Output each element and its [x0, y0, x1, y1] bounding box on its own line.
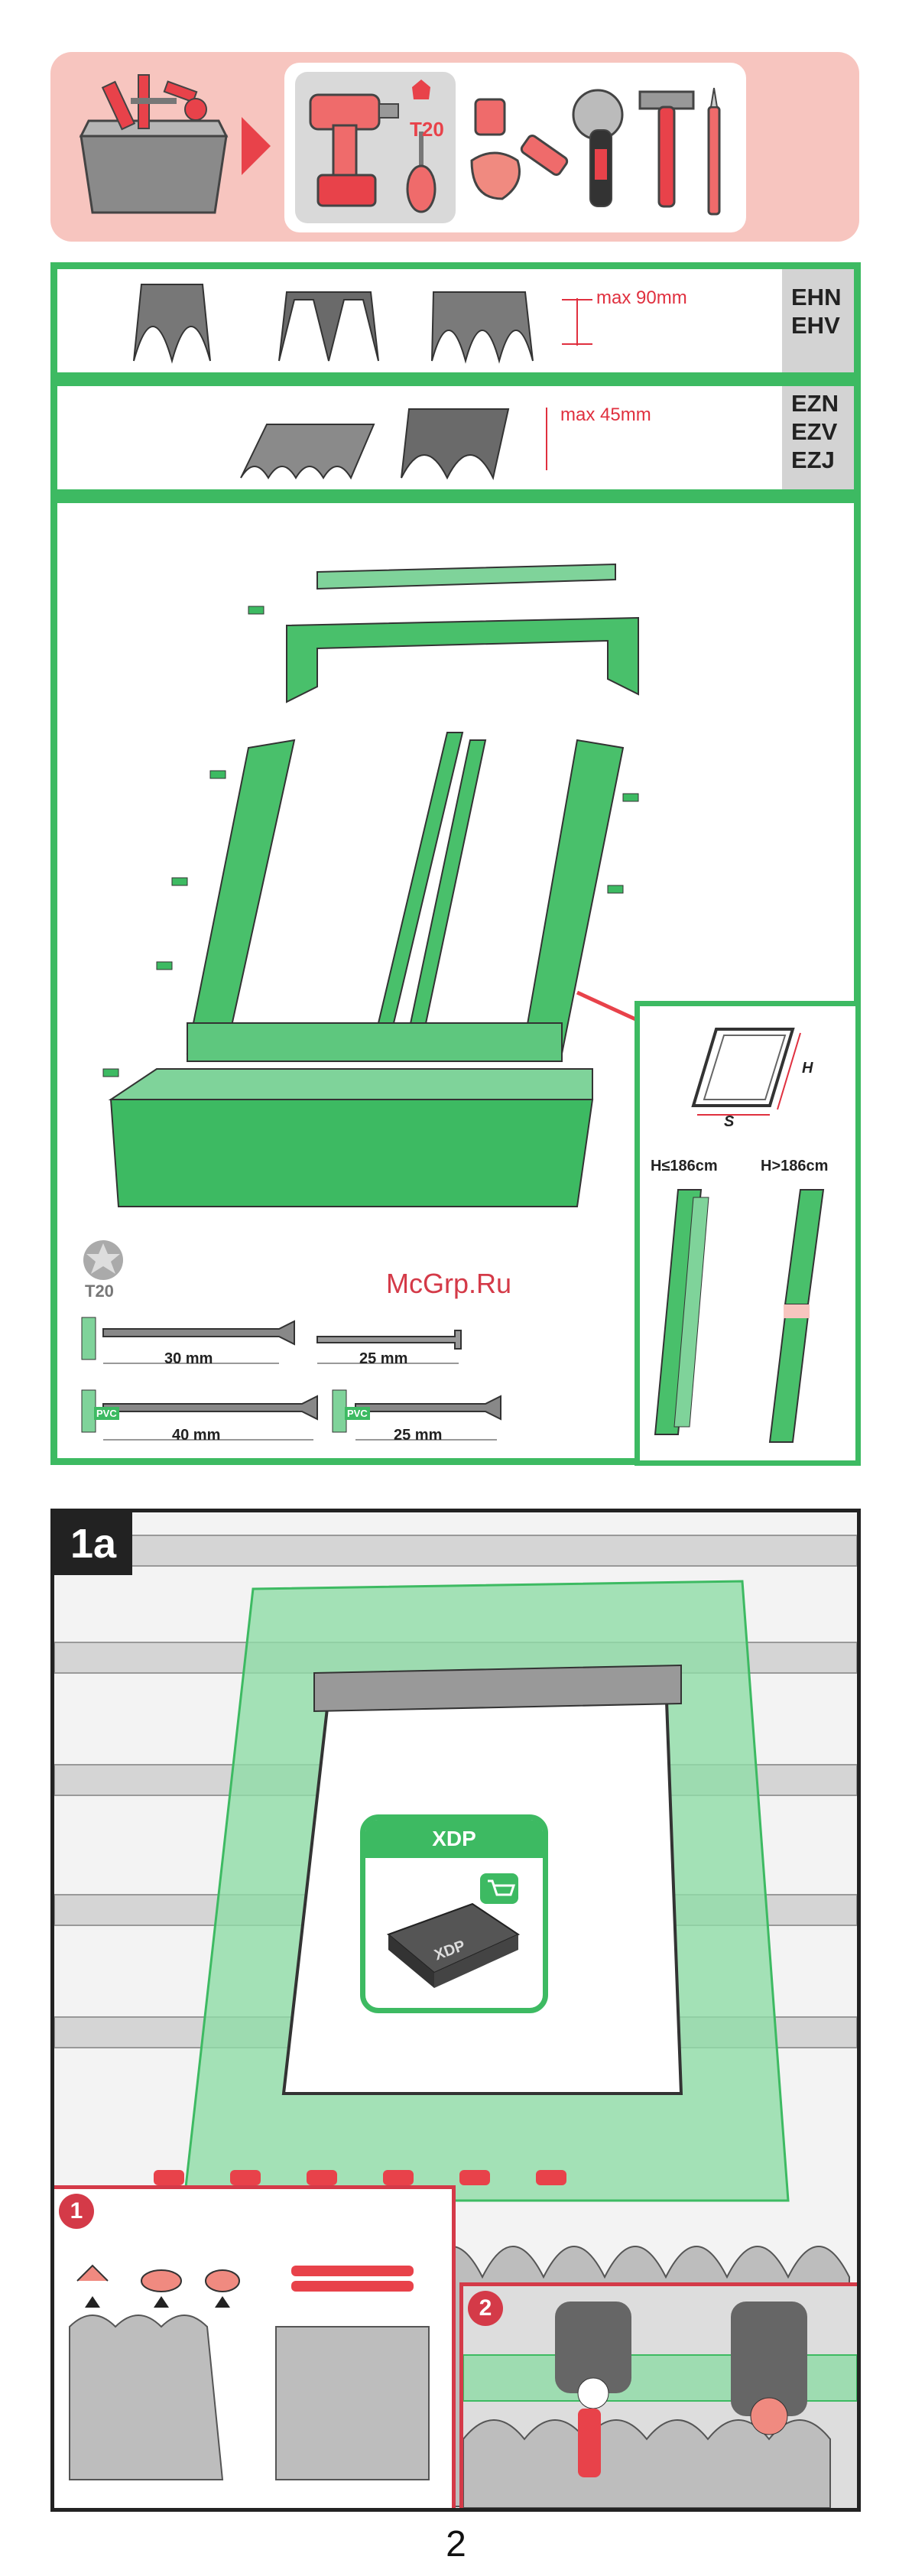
fastener-length: 40 mm [172, 1427, 220, 1444]
tool-set-icons [468, 76, 735, 222]
long-variant-label: H>186cm [761, 1158, 828, 1175]
tools-panel: T20 [284, 63, 746, 232]
page-number: 2 [0, 2523, 912, 2565]
torx-bit-label: T20 [85, 1282, 114, 1301]
cloth-icon [472, 153, 520, 199]
step-number: 1 [59, 2194, 94, 2229]
short-variant-label: H≤186cm [651, 1158, 718, 1175]
screwdriver-icon [394, 78, 448, 216]
torx-bit-icon [80, 1237, 126, 1283]
width-dimension-label: S [724, 1113, 734, 1131]
fastener-length: 30 mm [164, 1350, 213, 1368]
tile-cutting-illustration [62, 2235, 444, 2503]
knife-icon [709, 107, 719, 214]
flashing-fitting-illustration [463, 2286, 857, 2508]
step-1-panel: 1 [50, 2185, 456, 2512]
roof-type-row-1: max 90mm EHN EHV [50, 262, 861, 379]
frame-dimension-icon [686, 1022, 823, 1136]
roof-type-row-2: max 45mm EZN EZV EZJ [50, 379, 861, 496]
max-height-label: max 90mm [596, 287, 687, 309]
fastener-illustrations [80, 1314, 570, 1451]
product-code: EHN [791, 283, 854, 311]
step-1a-panel: 1a XDP XDP 1 2 [50, 1509, 861, 2512]
drill-icon [303, 80, 402, 217]
brush-icon [520, 134, 569, 177]
drill-box: T20 [295, 72, 456, 223]
flashing-kit-diagram: H S H≤186cm H>186cm T20 McGrp.Ru [50, 496, 861, 1465]
xdp-callout-title: XDP [365, 1820, 543, 1858]
tape-measure-icon [475, 99, 505, 135]
xdp-callout: XDP XDP [360, 1814, 548, 2013]
tools-banner: T20 [50, 52, 859, 242]
max-height-label: max 45mm [560, 404, 651, 426]
step-2-panel: 2 [459, 2282, 861, 2512]
exploded-flashing-illustration [88, 534, 646, 1283]
height-dimension-label: H [802, 1060, 813, 1077]
pvc-badge: PVC [94, 1407, 119, 1420]
roof-profile-illustrations-1 [118, 277, 654, 372]
fastener-length: 25 mm [359, 1350, 407, 1368]
watermark: McGrp.Ru [386, 1268, 511, 1300]
product-code: EZN [791, 389, 854, 417]
torx-label: T20 [410, 118, 444, 141]
product-code: EZJ [791, 446, 854, 474]
product-code: EHV [791, 311, 854, 339]
pvc-badge: PVC [345, 1407, 370, 1420]
length-variant-detail: H S H≤186cm H>186cm [635, 1001, 861, 1466]
roof-profile-illustrations-2 [226, 394, 577, 489]
xdp-package-icon [381, 1873, 526, 1996]
code-box: EZN EZV EZJ [782, 386, 854, 489]
toolbox-icon [66, 67, 242, 226]
arrow-right-icon [242, 117, 271, 175]
product-code: EZV [791, 417, 854, 446]
code-box: EHN EHV [782, 269, 854, 372]
side-piece-variants-icon [647, 1182, 854, 1457]
step-tag: 1a [54, 1512, 132, 1575]
fastener-length: 25 mm [394, 1427, 442, 1444]
